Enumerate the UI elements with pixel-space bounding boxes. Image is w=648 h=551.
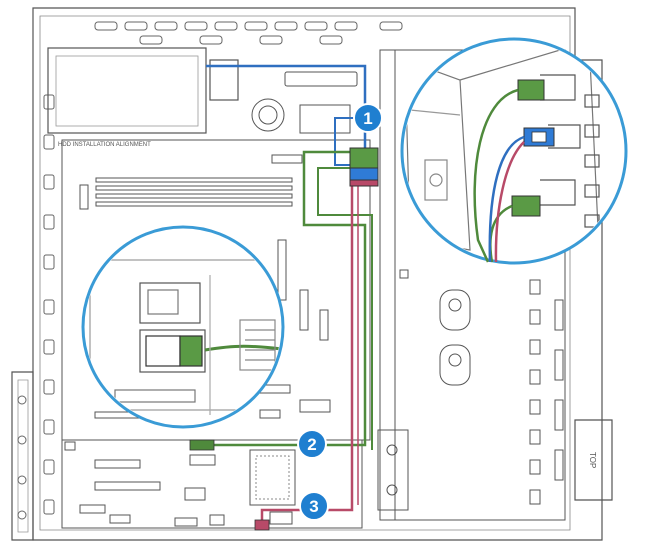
connector-green-top [349,147,379,169]
side-label-top: TOP [588,452,597,468]
chassis [11,7,613,541]
callout-3-label: 3 [309,497,318,516]
callout-2: 2 [297,429,327,459]
power-supply [47,47,239,134]
callout-3: 3 [299,491,329,521]
motherboard [61,71,371,441]
zoom-connector-green-1 [517,79,545,101]
cable-blue-main [206,64,367,170]
zoom-connector-blue-inner [531,131,547,143]
top-slots [94,21,403,45]
zoom-cable-green [473,88,519,263]
zoom-cable-pink [494,141,525,263]
zoom-circle-left [81,225,285,429]
callout-2-label: 2 [307,435,316,454]
connector-blue-top [349,167,379,181]
zoom-circle-right [400,37,628,265]
cable-blue-loop [334,117,360,166]
cable-green-loop-a [302,150,367,447]
chassis-label: HDD INSTALLATION ALIGNMENT [58,142,151,148]
connector-green-board [189,439,215,451]
callout-1-label: 1 [363,109,372,128]
zoom-cable-blue [488,135,525,263]
connector-pink-board [254,519,270,531]
connector-pink-top [349,179,379,187]
callout-1: 1 [353,103,383,133]
zoom-connector-green-2 [511,195,541,217]
left-mount-holes [17,94,55,520]
cable-green-loop-b [317,167,373,450]
